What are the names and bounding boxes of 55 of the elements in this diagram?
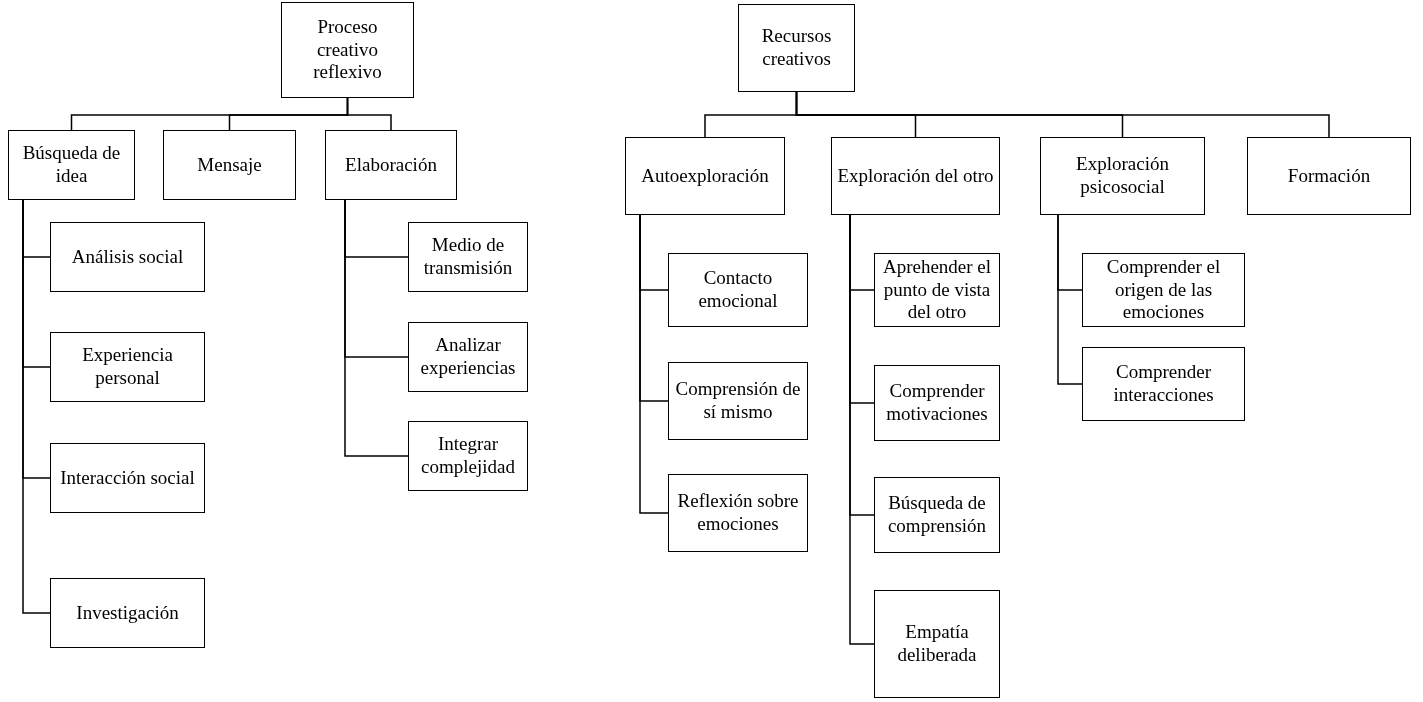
box-label: Comprender interacciones <box>1112 361 1215 407</box>
box-label: Proceso creativo reflexivo <box>312 15 383 85</box>
box-label: Interacción social <box>60 466 195 490</box>
box-label: Análisis social <box>71 245 184 269</box>
process-box <box>408 421 528 491</box>
process-box <box>738 4 855 92</box>
connector-line <box>344 199 409 457</box>
box-label: Reflexión sobre emociones <box>676 490 800 536</box>
process-box <box>50 578 205 648</box>
box-label: Exploración psicosocial <box>1075 153 1170 199</box>
process-box <box>50 222 205 292</box>
box-label: Contacto emocional <box>697 267 779 313</box>
process-box <box>874 477 1000 553</box>
connector-line <box>639 214 669 514</box>
box-label: Aprehender el punto de vista del otro <box>881 255 993 325</box>
box-label: Elaboración <box>345 153 437 177</box>
process-box <box>408 222 528 292</box>
process-box <box>1040 137 1205 215</box>
process-box <box>874 253 1000 327</box>
process-box <box>50 443 205 513</box>
process-box <box>668 253 808 327</box>
process-box <box>50 332 205 402</box>
box-label: Medio de transmisión <box>422 234 514 280</box>
process-box <box>281 2 414 98</box>
box-label: Autoexploración <box>641 164 769 188</box>
process-box <box>1082 253 1245 327</box>
process-box <box>1247 137 1411 215</box>
process-box <box>874 365 1000 441</box>
process-box <box>408 322 528 392</box>
process-box <box>831 137 1000 215</box>
box-label: Mensaje <box>197 153 262 177</box>
connector-line <box>346 97 392 131</box>
box-label: Recursos creativos <box>760 25 833 71</box>
process-box <box>325 130 457 200</box>
box-label: Comprender el origen de las emociones <box>1105 255 1222 325</box>
process-box <box>874 590 1000 698</box>
box-label: Experiencia personal <box>81 344 174 390</box>
box-label: Comprensión de sí mismo <box>674 378 802 424</box>
box-label: Comprender motivaciones <box>885 380 989 426</box>
process-box <box>8 130 135 200</box>
box-label: Empatía deliberada <box>896 621 978 667</box>
box-label: Analizar experiencias <box>419 334 517 380</box>
process-box <box>668 362 808 440</box>
process-box <box>163 130 296 200</box>
box-label: Exploración del otro <box>837 164 994 188</box>
process-box <box>668 474 808 552</box>
box-label: Formación <box>1287 164 1371 188</box>
connector-line <box>1057 214 1083 385</box>
process-box <box>1082 347 1245 421</box>
process-box <box>625 137 785 215</box>
box-label: Búsqueda de comprensión <box>886 492 988 538</box>
box-label: Integrar complejidad <box>420 433 516 479</box>
connector-line <box>795 91 1330 138</box>
box-label: Búsqueda de idea <box>21 142 122 188</box>
box-label: Investigación <box>76 601 179 625</box>
